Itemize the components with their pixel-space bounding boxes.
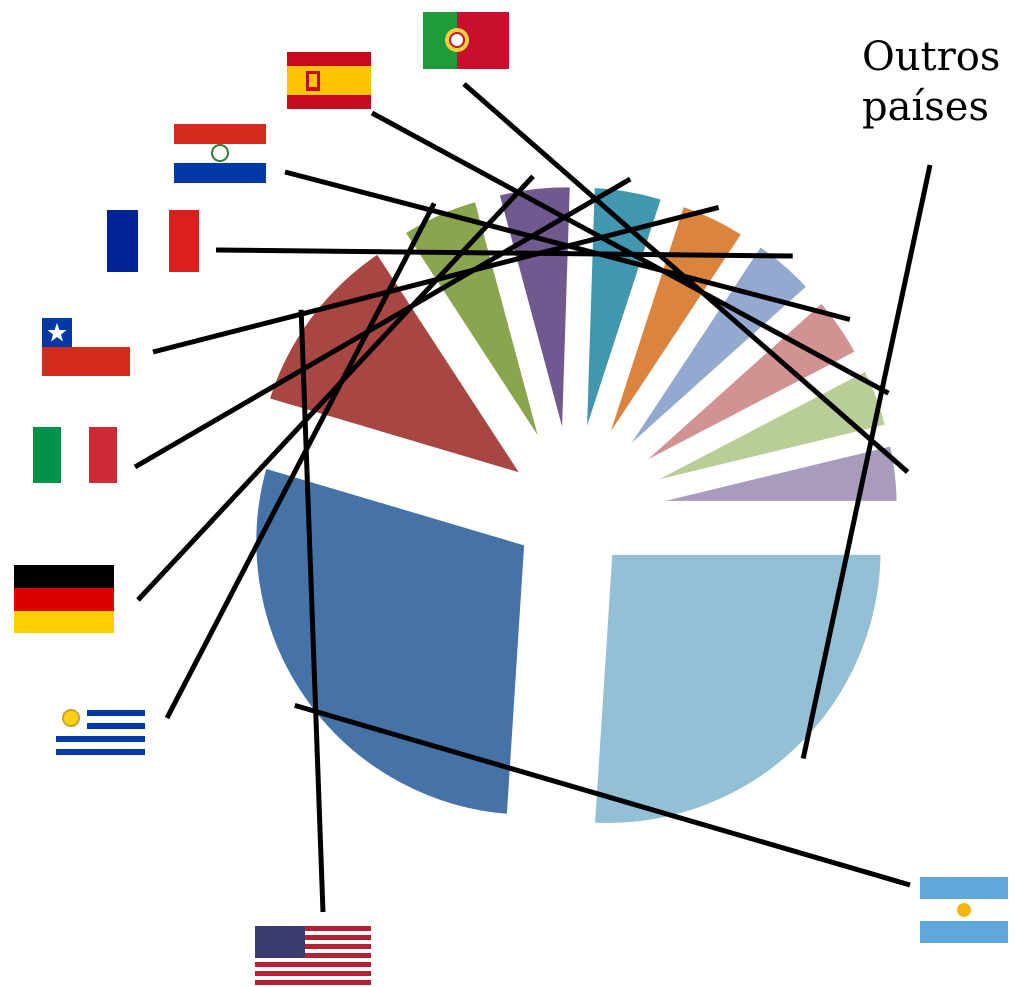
leader-line-spain-flag — [370, 110, 890, 396]
argentina-flag-icon — [920, 877, 1008, 943]
leader-line-germany-flag — [136, 174, 535, 602]
others-label-line-1: Outros — [862, 34, 1001, 80]
leader-line-usa-flag — [298, 309, 326, 913]
spain-flag-icon — [287, 52, 371, 109]
pie-slice-argentina-flag — [246, 456, 535, 825]
leader-line-portugal-flag — [462, 82, 910, 474]
leader-line-argentina-flag — [294, 702, 911, 888]
leader-lines — [133, 82, 933, 913]
uruguay-flag-icon — [56, 704, 145, 761]
leader-line-france-flag — [215, 247, 793, 259]
others-countries-label: Outros países — [862, 32, 1012, 132]
italy-flag-icon — [33, 427, 117, 483]
paraguay-flag-icon — [174, 124, 266, 183]
pie-slice-others — [584, 544, 891, 833]
pie-slice-portugal-flag — [622, 434, 907, 511]
germany-flag-icon — [14, 565, 114, 633]
france-flag-icon — [107, 210, 199, 272]
pie-slice-chile-flag — [589, 194, 755, 468]
pie-slices — [246, 177, 907, 833]
leader-line-italy-flag — [133, 176, 632, 470]
portugal-flag-icon — [423, 12, 509, 69]
usa-flag-icon — [255, 926, 371, 986]
leader-line-paraguay-flag — [284, 169, 851, 322]
others-label-line-2: países — [862, 84, 989, 130]
chile-flag-icon — [42, 318, 130, 376]
leader-line-chile-flag — [152, 205, 720, 355]
leader-line-others — [800, 164, 933, 760]
